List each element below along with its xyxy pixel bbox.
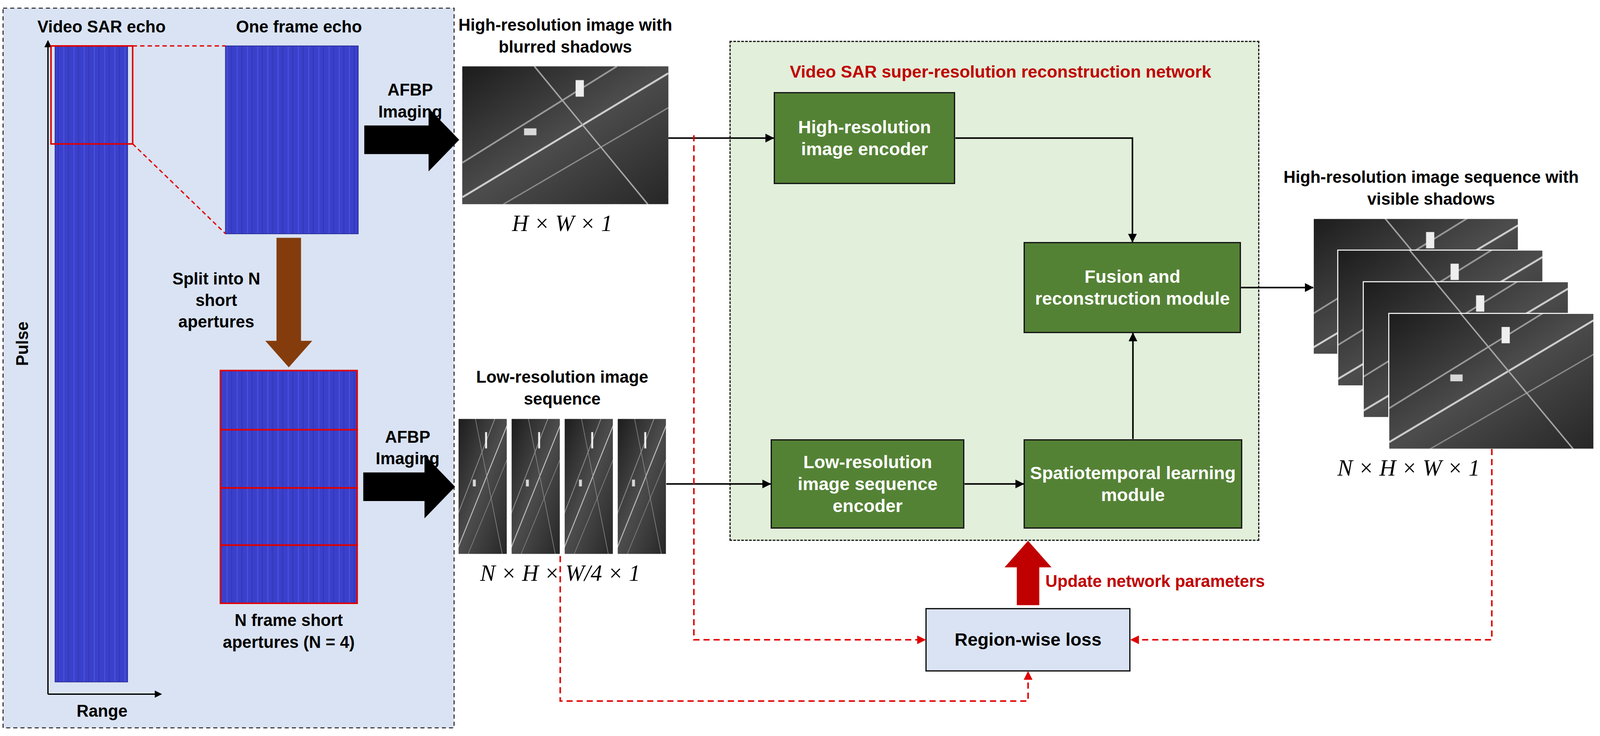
heading-text: Low-resolution image sequence xyxy=(452,366,672,410)
axis-label: Pulse xyxy=(13,321,32,367)
aperture-frame xyxy=(220,545,358,604)
data-flow-arrow xyxy=(1132,333,1135,440)
edge-label: Split into N short apertures xyxy=(163,267,269,333)
module-box: Fusion and reconstruction module xyxy=(1023,241,1241,333)
sar-image xyxy=(617,418,667,555)
data-flow-arrow xyxy=(964,483,1024,485)
echo-image xyxy=(220,370,358,604)
block-arrow xyxy=(1004,540,1052,606)
frame-highlight xyxy=(50,46,133,145)
heading-text: High-resolution image sequence with visi… xyxy=(1269,166,1594,210)
echo-panel xyxy=(3,8,455,729)
aperture-frame xyxy=(220,370,358,430)
loss-box: Region-wise loss xyxy=(925,608,1131,672)
module-text: Spatiotemporal learning module xyxy=(1028,462,1238,506)
module-box: High-resolution image encoder xyxy=(773,92,956,185)
heading-text: High-resolution image with blurred shado… xyxy=(447,14,684,58)
sar-image xyxy=(458,418,508,555)
data-flow-arrow xyxy=(1240,286,1314,289)
loss-connector xyxy=(560,556,1028,702)
data-flow-arrow xyxy=(666,483,771,485)
edge-label: AFBP Imaging xyxy=(370,426,445,470)
heading-text: Video SAR super-resolution reconstructio… xyxy=(746,62,1255,82)
axis-label: Range xyxy=(76,701,128,721)
module-box: Spatiotemporal learning module xyxy=(1023,439,1242,530)
edge-label: Update network parameters xyxy=(1045,570,1266,593)
image-panel: One frame echo xyxy=(225,46,359,234)
module-box: Low-resolution image sequence encoder xyxy=(770,439,965,530)
aperture-frame xyxy=(220,487,358,545)
heading-text: N frame short apertures (N = 4) xyxy=(201,609,377,654)
image-panel: N frame short apertures (N = 4) xyxy=(220,370,358,604)
pulse-axis xyxy=(47,40,49,694)
image-panel: High-resolution image with blurred shado… xyxy=(462,66,669,204)
echo-image xyxy=(55,46,128,683)
range-axis xyxy=(47,693,161,695)
dimension-text: N × H × W × 1 xyxy=(1294,455,1523,481)
module-text: Fusion and reconstruction module xyxy=(1028,265,1237,310)
data-flow-arrow xyxy=(668,137,774,139)
module-text: Region-wise loss xyxy=(954,629,1102,651)
dimension-text: H × W × 1 xyxy=(470,210,655,237)
sar-image xyxy=(1388,313,1594,450)
sar-image xyxy=(564,418,614,555)
sar-image xyxy=(462,66,669,204)
heading-text: Video SAR echo xyxy=(9,15,194,38)
loss-connector xyxy=(693,135,926,640)
module-text: High-resolution image encoder xyxy=(778,116,951,160)
echo-image xyxy=(225,46,359,234)
module-text: Low-resolution image sequence encoder xyxy=(775,451,960,517)
loss-connector xyxy=(1130,448,1492,640)
image-panel: Low-resolution image sequenceN × H × W/4… xyxy=(458,418,667,555)
network-panel: Video SAR super-resolution reconstructio… xyxy=(729,40,1259,541)
heading-text: One frame echo xyxy=(206,15,392,38)
aperture-frame xyxy=(220,429,358,488)
edge-label: AFBP Imaging xyxy=(373,79,448,123)
sar-image xyxy=(511,418,561,555)
image-panel: High-resolution image sequence with visi… xyxy=(1313,218,1594,449)
image-panel: Video SAR echo xyxy=(55,46,128,682)
zoom-leader xyxy=(132,46,226,234)
data-flow-arrow xyxy=(955,138,1133,243)
block-arrow xyxy=(265,237,313,368)
